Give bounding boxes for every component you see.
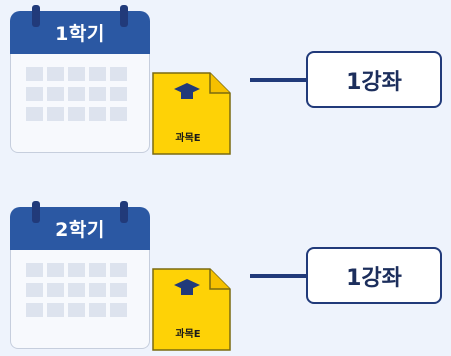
calendar-day-cell [68, 283, 85, 297]
calendar-ring [32, 5, 40, 27]
calendar-day-cell [110, 67, 127, 81]
calendar-day-cell [110, 303, 127, 317]
calendar-day-cell [110, 87, 127, 101]
calendar-day-cell [47, 283, 64, 297]
calendar-day-cell [47, 303, 64, 317]
course-label: 과목E [175, 133, 201, 144]
semester-row-2: 2학기 [0, 196, 451, 356]
graduation-cap-icon [174, 279, 200, 295]
calendar-body [10, 54, 150, 153]
calendar-day-cell [68, 67, 85, 81]
calendar-day-cell [110, 107, 127, 121]
calendar-grid [26, 67, 127, 121]
calendar-icon: 2학기 [10, 201, 150, 350]
calendar-day-cell [110, 263, 127, 277]
lecture-label: 1강좌 [346, 69, 402, 95]
calendar-day-cell [26, 67, 43, 81]
calendar-ring [120, 201, 128, 223]
graduation-cap-icon [174, 83, 200, 99]
calendar-day-cell [26, 263, 43, 277]
connector-line [250, 78, 308, 82]
calendar-day-cell [68, 107, 85, 121]
calendar-day-cell [89, 87, 106, 101]
calendar-day-cell [89, 303, 106, 317]
calendar-ring [120, 5, 128, 27]
calendar-day-cell [110, 283, 127, 297]
calendar-ring [32, 201, 40, 223]
calendar-header: 2학기 [10, 207, 150, 250]
calendar-day-cell [89, 283, 106, 297]
calendar-icon: 1학기 [10, 5, 150, 154]
calendar-day-cell [47, 67, 64, 81]
document-shape [152, 268, 231, 351]
calendar-day-cell [26, 87, 43, 101]
lecture-box: 1강좌 [306, 247, 442, 304]
calendar-day-cell [26, 283, 43, 297]
semester-label: 1학기 [55, 23, 105, 45]
calendar-day-cell [89, 263, 106, 277]
calendar-day-cell [89, 107, 106, 121]
calendar-body [10, 250, 150, 349]
document-icon: 과목E [152, 72, 232, 155]
connector-line [250, 274, 308, 278]
calendar-day-cell [47, 263, 64, 277]
semester-row-1: 1학기 [0, 0, 451, 160]
lecture-box: 1강좌 [306, 51, 442, 108]
document-shape [152, 72, 231, 155]
calendar-day-cell [68, 87, 85, 101]
calendar-day-cell [26, 107, 43, 121]
calendar-day-cell [26, 303, 43, 317]
calendar-day-cell [68, 303, 85, 317]
calendar-header: 1학기 [10, 11, 150, 54]
course-label: 과목E [175, 329, 201, 340]
calendar-day-cell [47, 107, 64, 121]
semester-label: 2학기 [55, 219, 105, 241]
calendar-day-cell [89, 67, 106, 81]
calendar-day-cell [68, 263, 85, 277]
calendar-day-cell [47, 87, 64, 101]
document-icon: 과목E [152, 268, 232, 351]
lecture-label: 1강좌 [346, 265, 402, 291]
calendar-grid [26, 263, 127, 317]
